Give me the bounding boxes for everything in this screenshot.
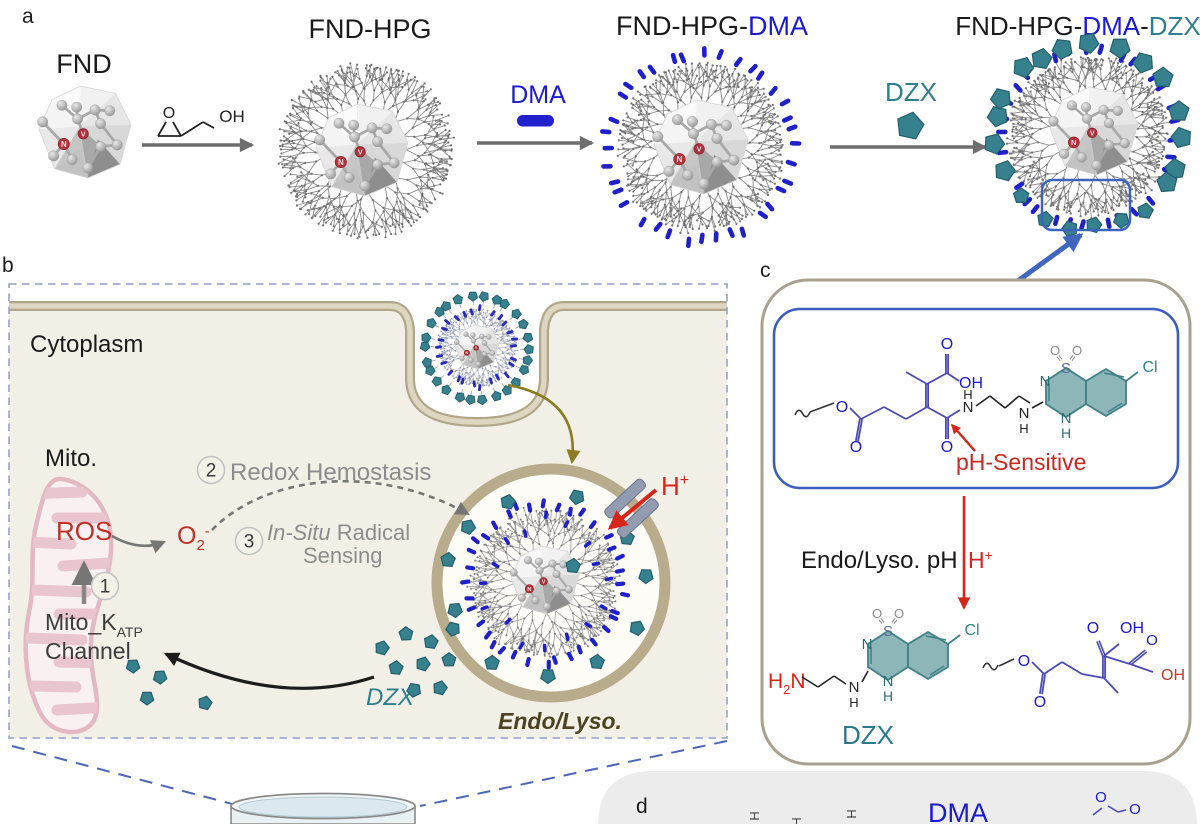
svg-text:H: H: [1019, 421, 1028, 436]
svg-text:H: H: [883, 688, 893, 704]
svg-text:O: O: [1072, 343, 1082, 358]
svg-text:H2N: H2N: [768, 670, 806, 697]
svg-text:O2-: O2-: [177, 522, 210, 554]
svg-text:H: H: [849, 695, 858, 710]
svg-text:V: V: [81, 130, 86, 139]
svg-text:N: N: [1061, 410, 1072, 427]
svg-text:FND: FND: [56, 49, 112, 79]
svg-text:O: O: [1129, 801, 1141, 818]
svg-text:O: O: [1050, 343, 1060, 358]
svg-text:Channel: Channel: [45, 638, 131, 664]
svg-text:S: S: [883, 623, 893, 640]
svg-text:OH: OH: [959, 375, 983, 392]
svg-text:N: N: [883, 673, 894, 690]
svg-text:FND-HPG-DMA-DZX: FND-HPG-DMA-DZX: [955, 11, 1200, 41]
svg-text:O: O: [1146, 632, 1158, 649]
svg-text:H: H: [789, 817, 804, 824]
svg-text:ROS: ROS: [56, 516, 112, 546]
svg-text:V: V: [475, 346, 478, 350]
svg-text:O: O: [894, 606, 904, 621]
svg-text:d: d: [636, 795, 648, 818]
svg-text:N: N: [1019, 405, 1030, 422]
svg-text:V: V: [358, 148, 363, 157]
svg-text:OH: OH: [1161, 667, 1185, 684]
svg-text:OH: OH: [1120, 620, 1144, 637]
svg-text:O: O: [941, 439, 953, 456]
svg-text:H: H: [1061, 425, 1071, 441]
svg-text:N: N: [849, 679, 860, 696]
svg-text:O: O: [1018, 653, 1030, 670]
svg-text:O: O: [1095, 789, 1107, 806]
svg-text:N: N: [862, 636, 873, 653]
svg-text:N: N: [527, 587, 531, 593]
svg-text:FND-HPG-DMA: FND-HPG-DMA: [616, 11, 808, 41]
svg-text:b: b: [2, 254, 14, 277]
svg-text:N: N: [1040, 373, 1051, 390]
svg-text:V: V: [542, 579, 546, 585]
svg-text:1: 1: [100, 577, 111, 598]
svg-text:DMA: DMA: [510, 81, 566, 109]
svg-text:N: N: [338, 158, 344, 167]
svg-text:Cl: Cl: [964, 622, 979, 639]
svg-text:N: N: [61, 140, 67, 149]
svg-text:N: N: [676, 155, 682, 164]
svg-text:Cl: Cl: [1142, 359, 1157, 376]
svg-text:N: N: [1071, 138, 1076, 147]
svg-text:FND-HPG: FND-HPG: [309, 14, 432, 44]
svg-text:O: O: [872, 606, 882, 621]
svg-text:Endo/Lyso.: Endo/Lyso.: [498, 708, 622, 734]
svg-text:DZX: DZX: [366, 684, 415, 711]
svg-text:Sensing: Sensing: [303, 543, 383, 568]
svg-text:Endo/Lyso. pH: Endo/Lyso. pH: [801, 547, 958, 574]
svg-text:Mito.: Mito.: [45, 445, 97, 472]
svg-text:O: O: [850, 439, 862, 456]
svg-text:O: O: [1034, 694, 1046, 711]
svg-text:O: O: [163, 105, 175, 122]
svg-text:O: O: [1087, 620, 1099, 637]
svg-text:OH: OH: [219, 107, 245, 126]
svg-text:V: V: [1090, 130, 1095, 137]
svg-text:DMA: DMA: [928, 798, 988, 824]
svg-text:O: O: [836, 399, 848, 416]
svg-text:S: S: [1061, 360, 1071, 377]
svg-text:H: H: [963, 387, 972, 402]
svg-text:2: 2: [206, 461, 217, 482]
svg-text:a: a: [22, 5, 34, 28]
svg-text:DZX: DZX: [842, 720, 894, 750]
svg-text:DZX: DZX: [885, 77, 937, 107]
svg-text:Redox Hemostasis: Redox Hemostasis: [230, 459, 431, 486]
svg-text:Cytoplasm: Cytoplasm: [30, 331, 143, 358]
svg-text:H+: H+: [661, 471, 689, 501]
svg-text:H: H: [844, 809, 859, 818]
svg-text:N: N: [963, 399, 974, 416]
svg-text:c: c: [760, 259, 771, 282]
svg-text:H: H: [747, 811, 762, 820]
svg-text:In-Situ Radical: In-Situ Radical: [267, 520, 410, 545]
svg-text:O: O: [941, 336, 953, 353]
svg-text:3: 3: [244, 532, 255, 553]
svg-text:pH-Sensitive: pH-Sensitive: [956, 449, 1086, 475]
svg-text:N: N: [466, 351, 469, 355]
svg-text:V: V: [697, 145, 702, 154]
